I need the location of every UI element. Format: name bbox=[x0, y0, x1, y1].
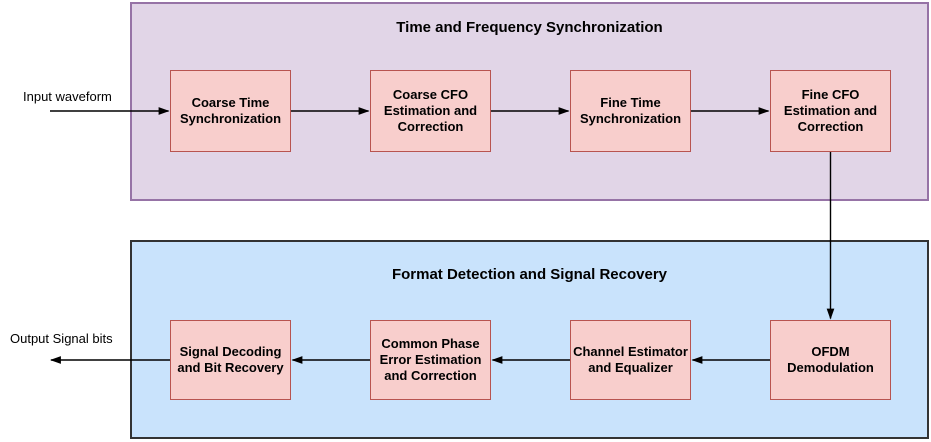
block-fine-cfo-estimation-correction: Fine CFO Estimation and Correction bbox=[770, 70, 891, 152]
output-signal-bits-label: Output Signal bits bbox=[10, 331, 113, 346]
block-common-phase-error-estimation-correction: Common Phase Error Estimation and Correc… bbox=[370, 320, 491, 400]
block-label: Common Phase Error Estimation and Correc… bbox=[379, 336, 482, 383]
block-label: OFDM Demodulation bbox=[787, 344, 874, 375]
block-label: Fine Time Synchronization bbox=[579, 95, 682, 126]
block-label: Coarse Time Synchronization bbox=[179, 95, 282, 126]
block-ofdm-demodulation: OFDM Demodulation bbox=[770, 320, 891, 400]
block-coarse-time-synchronization: Coarse Time Synchronization bbox=[170, 70, 291, 152]
block-coarse-cfo-estimation-correction: Coarse CFO Estimation and Correction bbox=[370, 70, 491, 152]
block-label: Channel Estimator and Equalizer bbox=[573, 344, 688, 375]
section-title-format-detection-signal-recovery: Format Detection and Signal Recovery bbox=[391, 266, 668, 283]
block-channel-estimator-equalizer: Channel Estimator and Equalizer bbox=[570, 320, 691, 400]
block-signal-decoding-bit-recovery: Signal Decoding and Bit Recovery bbox=[170, 320, 291, 400]
section-title-time-frequency-synchronization: Time and Frequency Synchronization bbox=[396, 19, 663, 36]
block-fine-time-synchronization: Fine Time Synchronization bbox=[570, 70, 691, 152]
block-label: Fine CFO Estimation and Correction bbox=[783, 87, 878, 134]
block-label: Coarse CFO Estimation and Correction bbox=[383, 87, 478, 134]
input-waveform-label: Input waveform bbox=[23, 89, 112, 104]
block-label: Signal Decoding and Bit Recovery bbox=[177, 344, 284, 375]
